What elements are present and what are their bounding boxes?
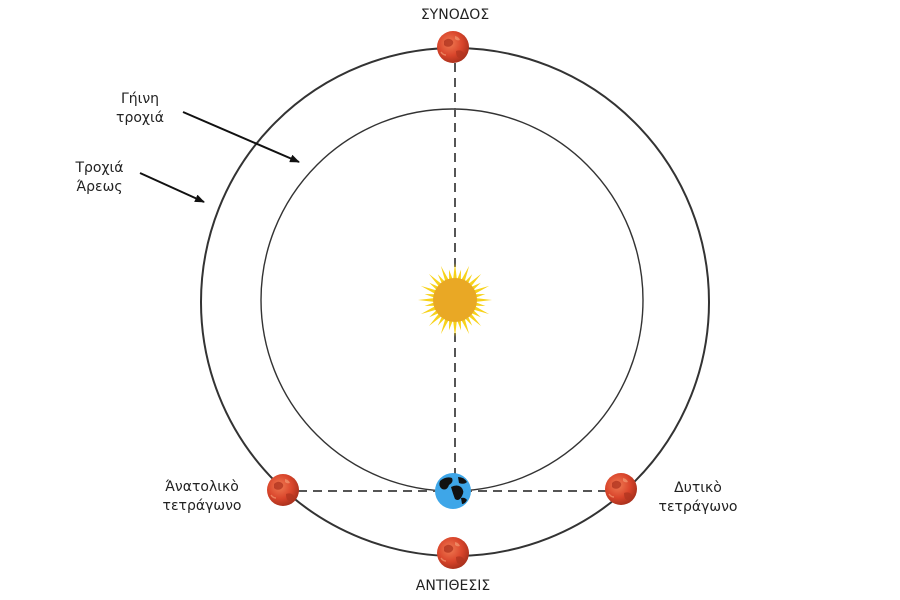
mars-icon [266,473,300,507]
sun-ray [424,293,436,299]
conjunction-label: ΣΥΝΟΔΟΣ [420,7,490,23]
sun-ray [448,269,454,281]
sun-ray [456,319,462,331]
sun-ray [460,265,470,283]
sun-ray [467,273,482,288]
earth-orbit-label: Γήινη τροχιά [116,91,164,126]
sun-ray [474,293,486,299]
sun-ray [474,301,486,307]
earth-icon [435,473,471,509]
mars-orbit-label: Τροχιά Άρεως [75,160,124,195]
mars-icon [436,536,470,570]
opposition-label: ΑΝΤΙΘΕΣΙΣ [415,578,491,594]
sun-ray [440,317,450,335]
sun-ray [440,265,450,283]
sun-ray [453,319,457,337]
sun-ray [456,269,462,281]
sun-ray [420,285,438,295]
east-quadrature-label: Άνατολικὸ τετράγωνο [162,479,242,514]
sun-ray [424,301,436,307]
sun-ray [472,305,490,315]
sun-ray [448,319,454,331]
sun-ray [420,305,438,315]
sun-ray [467,312,482,327]
earth-orbit-arrow [182,111,300,163]
sun-ray [460,317,470,335]
sun-ray [453,263,457,281]
sun-ray [428,312,443,327]
mars-icon [436,30,470,64]
sun-icon [418,263,492,337]
mars-orbit-arrow [139,172,205,203]
sun-ray [428,273,443,288]
sun-ray [472,285,490,295]
west-quadrature-label: Δυτικὸ τετράγωνο [658,480,738,515]
mars-icon [604,472,638,506]
sun-ray [418,298,436,302]
sun-ray [474,298,492,302]
